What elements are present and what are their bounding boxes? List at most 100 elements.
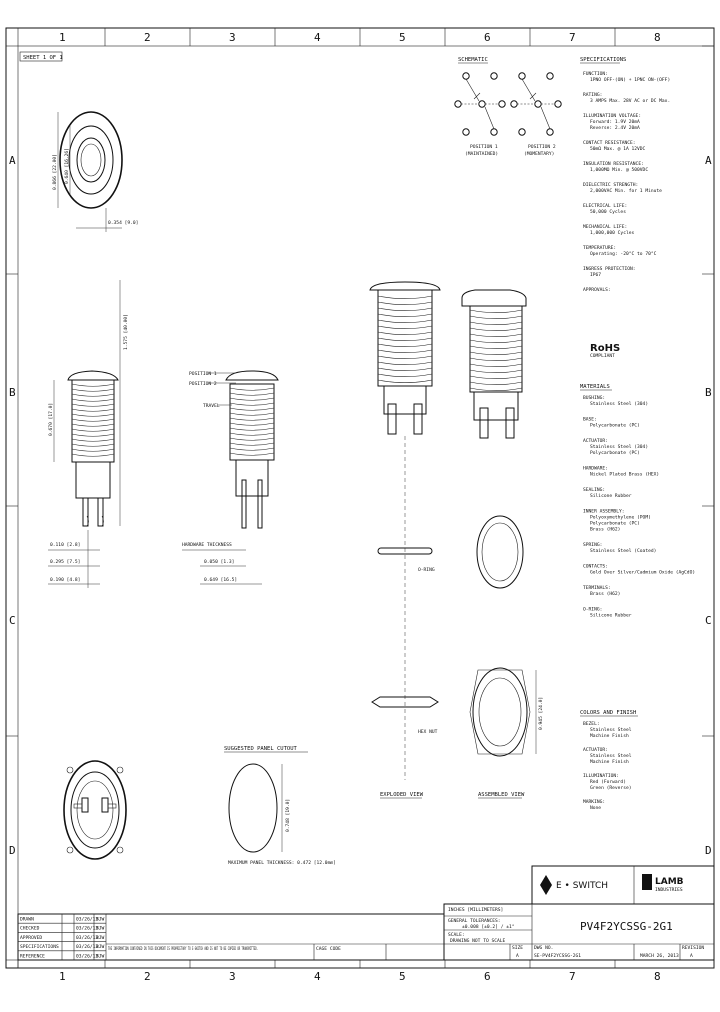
tb-role: REFERENCE xyxy=(20,953,45,959)
schematic-position-1-title: POSITION 1 xyxy=(470,144,498,150)
tb-by: BJW xyxy=(96,944,105,950)
spec-label: APPROVALS: xyxy=(583,287,611,293)
spec-label: ILLUMINATION: xyxy=(583,773,619,779)
grid-col-top-7: 7 xyxy=(569,31,576,44)
drawing-border xyxy=(17,45,715,969)
grid-col-top-5: 5 xyxy=(399,31,406,44)
o-ring-edge xyxy=(377,547,433,555)
spec-label: CONTACTS: xyxy=(583,564,608,570)
position-2-label: POSITION 2 xyxy=(189,381,217,387)
spec-value: 2,000VAC Min. for 1 Minute xyxy=(590,188,662,194)
spec-value: Machine Finish xyxy=(590,733,629,739)
revision-value: A xyxy=(690,953,693,959)
spec-value: Silicone Rubber xyxy=(590,613,632,619)
schematic-position-2-sub: (MOMENTARY) xyxy=(524,151,554,157)
panel-cutout: SUGGESTED PANEL CUTOUT 0.748 [19.0] MAXI… xyxy=(224,746,336,866)
pin-dim-c: 0.190 [4.8] xyxy=(50,577,80,583)
grid-row-left-B: B xyxy=(9,386,16,399)
spec-value: Stainless Steel (304) xyxy=(590,401,648,407)
front-id-dim: 0.640 [16.26] xyxy=(64,148,70,184)
spec-label: SEALING: xyxy=(583,487,605,493)
pin-dim-e: 0.649 [16.5] xyxy=(204,577,237,583)
tb-date: 03/26/13 xyxy=(76,917,98,923)
position-1-label: POSITION 1 xyxy=(189,371,217,377)
tb-role: CHECKED xyxy=(20,926,40,932)
size-value: A xyxy=(516,953,519,959)
spec-value: Machine Finish xyxy=(590,759,629,765)
materials-title: MATERIALS xyxy=(580,384,610,390)
spec-label: ACTUATOR: xyxy=(583,438,608,444)
spec-label: FUNCTION: xyxy=(583,71,608,77)
grid-col-top-6: 6 xyxy=(484,31,491,44)
spec-value: 50,000 Cycles xyxy=(590,209,626,215)
spec-label: ILLUMINATION VOLTAGE: xyxy=(583,113,641,119)
spec-value: IP67 xyxy=(590,272,601,278)
pin-dim-b: 0.295 [7.5] xyxy=(50,559,80,565)
spec-value: 50mΩ Max. @ 1A 12VDC xyxy=(590,146,646,152)
front-bezel-inner xyxy=(68,125,114,195)
grid-col-bottom-1: 1 xyxy=(59,970,66,983)
o-ring-label: O-RING xyxy=(418,567,435,573)
grid-col-bottom-8: 8 xyxy=(654,970,661,983)
spec-value: Polycarbonate (PC) xyxy=(590,521,640,527)
assembled-view: 0.945 [24.0] ASSEMBLED VIEW xyxy=(461,289,544,799)
spec-label: O-RING: xyxy=(583,607,602,613)
eswitch-logo: E • SWITCH xyxy=(540,875,608,895)
schematic-position-2-title: POSITION 2 xyxy=(528,144,556,150)
proprietary-notice: THE INFORMATION CONTAINED IN THIS DOCUME… xyxy=(108,946,258,952)
spec-label: MARKING: xyxy=(583,799,605,805)
spec-value: Stainless Steel (304) xyxy=(590,444,648,450)
terminal-view xyxy=(63,760,127,860)
tb-by: BJW xyxy=(96,953,105,959)
tb-by: BJW xyxy=(96,917,105,923)
grid-row-left-D: D xyxy=(9,844,16,857)
cutout-circle xyxy=(228,763,278,853)
colors-finish-panel: COLORS AND FINISH BEZEL:Stainless SteelM… xyxy=(580,710,638,811)
spec-label: INSULATION RESISTANCE: xyxy=(583,161,644,167)
grid-col-top-2: 2 xyxy=(144,31,151,44)
spec-value: Stainless Steel xyxy=(590,753,632,759)
tb-date: 03/26/13 xyxy=(76,953,98,959)
grid-row-right-C: C xyxy=(705,614,712,627)
grid-row-right-A: A xyxy=(705,154,712,167)
colors-finish-title: COLORS AND FINISH xyxy=(580,710,636,716)
spec-value: None xyxy=(590,805,601,811)
tb-by: BJW xyxy=(96,926,105,932)
hex-dim: 0.945 [24.0] xyxy=(538,697,544,730)
spec-value: Forward: 1.9V 20mA xyxy=(590,119,640,125)
spec-value: 1PNO OFF-(ON) + 1PNC ON-(OFF) xyxy=(590,77,670,83)
partner-name: LAMB xyxy=(655,877,684,887)
tolerances-label: GENERAL TOLERANCES: xyxy=(448,918,501,924)
side-height-dim: 1.575 [40.00] xyxy=(123,314,129,350)
specifications-title: SPECIFICATIONS xyxy=(580,57,626,63)
spec-value: Brass (H62) xyxy=(590,591,620,597)
spec-value: 1,000,000 Cycles xyxy=(590,230,634,236)
side-view-left: 1.575 [40.00] 0.670 [17.0] 0.110 [2.8] 0… xyxy=(48,280,129,588)
panel-cutout-title: SUGGESTED PANEL CUTOUT xyxy=(224,746,298,752)
scale-value: DRAWING NOT TO SCALE xyxy=(450,938,506,944)
tolerances-value: ±0.008 [±0.2] / ±1° xyxy=(462,924,515,930)
grid-col-bottom-3: 3 xyxy=(229,970,236,983)
dwg-label: DWG NO. xyxy=(534,945,553,951)
grid-row-right-B: B xyxy=(705,386,712,399)
o-ring-front xyxy=(476,515,524,589)
dims-in-label: INCHES [MILLIMETERS] xyxy=(448,907,503,913)
partner-sub: INDUSTRIES xyxy=(655,887,683,893)
spec-label: TERMINALS: xyxy=(583,585,611,591)
spec-value: 3 AMPS Max. 28V AC or DC Max. xyxy=(590,98,670,104)
drawing-date: MARCH 26, 2013 xyxy=(640,953,679,959)
front-view: 0.866 [22.00] 0.640 [16.26] 0.354 [9.0] xyxy=(52,111,138,232)
lamb-logo: LAMB INDUSTRIES xyxy=(642,874,684,893)
front-side-dim: 0.354 [9.0] xyxy=(108,220,138,226)
dwg-number: SE-PV4F2YCSSG-2G1 xyxy=(534,953,581,959)
spec-label: MECHANICAL LIFE: xyxy=(583,224,627,230)
grid-col-bottom-5: 5 xyxy=(399,970,406,983)
spec-value: Polycarbonate (PC) xyxy=(590,450,640,456)
revision-label: REVISION xyxy=(682,945,704,951)
title-block: E • SWITCH LAMB INDUSTRIES INCHES [MILLI… xyxy=(17,865,715,961)
hex-nut-label: HEX NUT xyxy=(418,729,438,735)
tb-role: DRAWN xyxy=(20,917,34,923)
spec-label: ACTUATOR: xyxy=(583,747,608,753)
